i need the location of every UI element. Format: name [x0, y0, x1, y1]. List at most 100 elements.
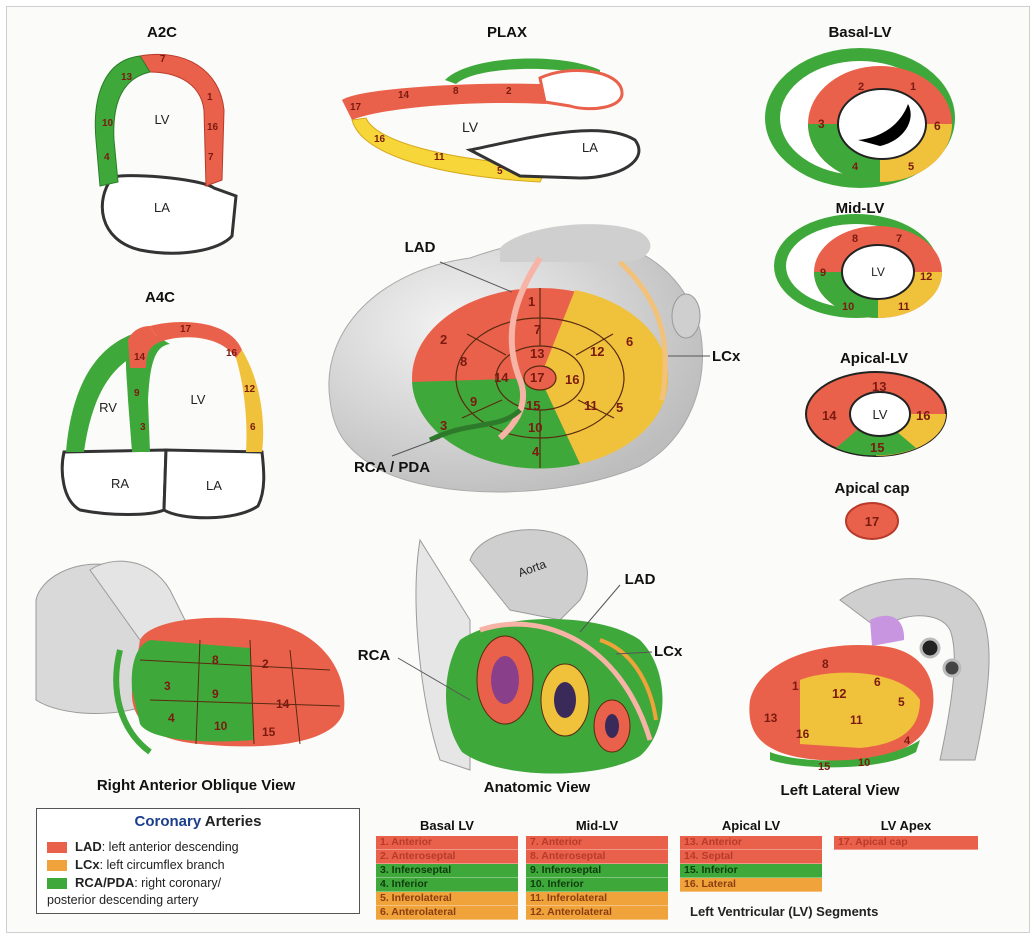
- bullseye-seg: 4: [532, 444, 540, 459]
- a2c-seg: 7: [208, 152, 214, 163]
- lateral-seg: 12: [832, 686, 846, 701]
- table-row: 2. Anteroseptal: [376, 850, 518, 864]
- apical-cap-seg: 17: [865, 514, 879, 529]
- a4c-lcx-wall: [236, 350, 263, 452]
- lateral-title: Left Lateral View: [781, 782, 900, 799]
- table-row: 7. Anterior: [526, 836, 668, 850]
- a2c-seg: 1: [207, 92, 213, 103]
- lateral-seg: 6: [874, 675, 881, 689]
- bullseye-great-vessels: [500, 224, 650, 262]
- lateral-seg: 4: [904, 735, 911, 747]
- a4c-seg: 14: [134, 352, 146, 363]
- table-apex-title: LV Apex: [834, 818, 978, 836]
- bullseye-vessel-stub: [672, 294, 700, 338]
- bullseye-seg: 17: [530, 370, 544, 385]
- basal-seg: 2: [858, 81, 864, 93]
- coronary-legend: Coronary Arteries LAD: left anterior des…: [36, 808, 360, 914]
- plax-seg: 14: [398, 90, 410, 101]
- lateral-vessel-1: [921, 639, 939, 657]
- apical-seg: 15: [870, 440, 884, 455]
- a2c-lv-label: LV: [155, 112, 170, 127]
- table-mid: Mid-LV 7. Anterior 8. Anteroseptal 9. In…: [526, 818, 668, 920]
- a4c-seg: 3: [140, 422, 146, 433]
- a4c-seg: 17: [180, 324, 192, 335]
- table-apex: LV Apex 17. Apical cap: [834, 818, 978, 850]
- table-row: 13. Anterior: [680, 836, 822, 850]
- table-row: 15. Inferior: [680, 864, 822, 878]
- table-basal-title: Basal LV: [376, 818, 518, 836]
- legend-item-rca-line2: posterior descending artery: [47, 893, 198, 907]
- a4c-title: A4C: [145, 289, 175, 306]
- rao-seg: 8: [212, 653, 219, 667]
- a4c-seg: 6: [250, 422, 256, 433]
- anatomic-title: Anatomic View: [484, 779, 591, 796]
- anatomic-slice-base-cavity: [491, 656, 519, 704]
- a2c-title: A2C: [147, 24, 177, 41]
- table-row: 8. Anteroseptal: [526, 850, 668, 864]
- rao-seg: 14: [276, 697, 290, 711]
- lateral-vessel-2: [944, 660, 960, 676]
- legend-text: : left anterior descending: [102, 840, 239, 854]
- a2c-seg: 13: [121, 72, 133, 83]
- bullseye-seg: 7: [534, 322, 541, 337]
- plax-view: PLAX LV LA 17 14 8 2 16 11 5: [342, 24, 639, 182]
- apical-lv-view: Apical-LV LV 13 14 16 15: [806, 350, 946, 456]
- plax-seg: 5: [497, 166, 503, 177]
- table-row: 11. Inferolateral: [526, 892, 668, 906]
- bullseye-seg: 9: [470, 394, 477, 409]
- legend-text: posterior descending artery: [47, 893, 198, 907]
- bullseye-lcx-label: LCx: [712, 348, 741, 365]
- apical-seg: 14: [822, 408, 837, 423]
- table-apical: Apical LV 13. Anterior 14. Septal 15. In…: [680, 818, 822, 892]
- bullseye-seg: 5: [616, 400, 623, 415]
- a4c-ra-label: RA: [111, 476, 129, 491]
- table-apical-title: Apical LV: [680, 818, 822, 836]
- table-row: 16. Lateral: [680, 878, 822, 892]
- plax-lad-wall: [342, 84, 546, 120]
- rao-view: 8 2 9 3 4 10 14 15 Right Anterior Obliqu…: [36, 561, 344, 794]
- a4c-seg: 16: [226, 348, 238, 359]
- anatomic-slice-apical-cavity: [605, 714, 619, 738]
- legend-text: : left circumflex branch: [100, 858, 225, 872]
- anatomic-rca-label: RCA: [358, 647, 391, 664]
- legend-item-lcx: LCx: left circumflex branch: [47, 857, 225, 872]
- lateral-seg: 11: [850, 713, 863, 727]
- bullseye-seg: 10: [528, 420, 542, 435]
- mid-seg: 10: [842, 301, 854, 313]
- lateral-seg: 5: [898, 695, 905, 709]
- lateral-seg: 8: [822, 657, 829, 671]
- table-row: 1. Anterior: [376, 836, 518, 850]
- bullseye-seg: 3: [440, 418, 447, 433]
- mid-seg: 7: [896, 233, 902, 245]
- a4c-seg: 9: [134, 388, 140, 399]
- table-row: 5. Inferolateral: [376, 892, 518, 906]
- a2c-view: A2C LV LA 13 7 1 10 4 16 7: [95, 24, 236, 253]
- plax-seg: 17: [350, 102, 362, 113]
- lateral-pulmonary: [870, 616, 904, 646]
- lateral-seg: 13: [764, 711, 778, 725]
- bullseye-lad-label: LAD: [405, 239, 436, 256]
- rao-seg: 3: [164, 679, 171, 693]
- basal-seg: 5: [908, 161, 914, 173]
- legend-item-rca: RCA/PDA: right coronary/: [47, 875, 221, 890]
- bullseye-seg: 2: [440, 332, 447, 347]
- table-row: 14. Septal: [680, 850, 822, 864]
- table-row: 12. Anterolateral: [526, 906, 668, 920]
- bullseye-rca-label: RCA / PDA: [354, 459, 430, 476]
- bullseye-seg: 6: [626, 334, 633, 349]
- table-row: 3. Inferoseptal: [376, 864, 518, 878]
- rca-swatch: [47, 878, 67, 889]
- mid-seg: 8: [852, 233, 858, 245]
- plax-aorta: [540, 70, 622, 108]
- plax-seg: 11: [434, 152, 445, 163]
- mid-seg: 11: [898, 301, 910, 313]
- mid-seg: 12: [920, 271, 932, 283]
- lateral-seg: 1: [792, 679, 799, 693]
- apical-cap-title: Apical cap: [834, 480, 909, 497]
- basal-seg: 1: [910, 81, 916, 93]
- a4c-seg: 12: [244, 384, 256, 395]
- legend-abbr: RCA/PDA: [75, 875, 134, 890]
- bullseye-seg: 8: [460, 354, 467, 369]
- lateral-view: 8 1 12 6 13 11 5 16 15 10 4 Left Lateral…: [749, 579, 989, 799]
